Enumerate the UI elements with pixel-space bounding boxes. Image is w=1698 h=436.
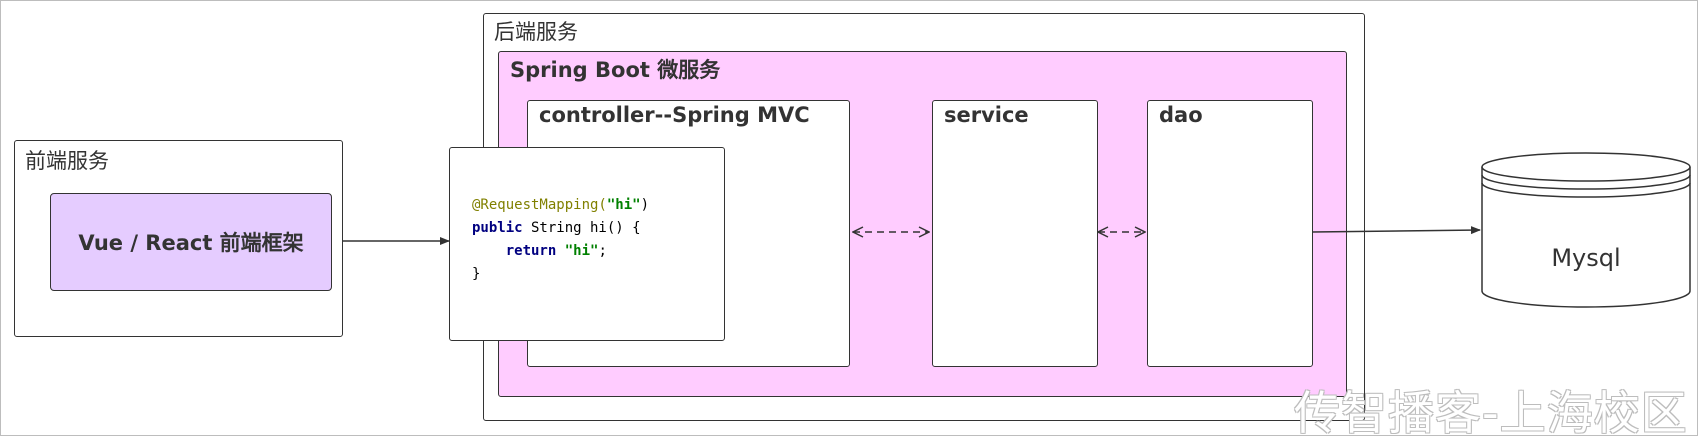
dao-layer-box: dao [1147, 100, 1313, 367]
code-keyword-return: return [505, 243, 557, 259]
frontend-framework-box: Vue / React 前端框架 [50, 193, 332, 291]
frontend-service-box: 前端服务 Vue / React 前端框架 [14, 140, 343, 337]
service-layer-label: service [944, 103, 1029, 127]
code-annotation: @RequestMapping( [472, 197, 607, 213]
code-closing-brace: } [472, 266, 481, 282]
code-keyword-public: public [472, 220, 523, 236]
backend-service-title: 后端服务 [494, 20, 578, 44]
springboot-title: Spring Boot 微服务 [510, 58, 721, 82]
controller-layer-label: controller--Spring MVC [539, 103, 810, 127]
code-snippet-box: @RequestMapping("hi") public String hi()… [449, 147, 725, 341]
mysql-label: Mysql [1551, 244, 1621, 272]
code-semicolon: ; [598, 243, 607, 259]
dao-layer-label: dao [1159, 103, 1203, 127]
frontend-service-title: 前端服务 [25, 149, 109, 173]
database-cylinder-icon [1481, 152, 1691, 308]
code-return-value: "hi" [564, 243, 599, 259]
code-method-signature: String hi() { [522, 220, 641, 236]
watermark: 传智播客-上海校区 [1294, 386, 1688, 436]
code-annotation-close: ) [640, 197, 650, 213]
dao-to-mysql-arrow [1311, 226, 1481, 235]
code-annotation-arg: "hi" [606, 197, 641, 213]
code-snippet: @RequestMapping("hi") public String hi()… [472, 194, 649, 286]
service-layer-box: service [932, 100, 1098, 367]
mysql-database: Mysql [1480, 151, 1692, 313]
